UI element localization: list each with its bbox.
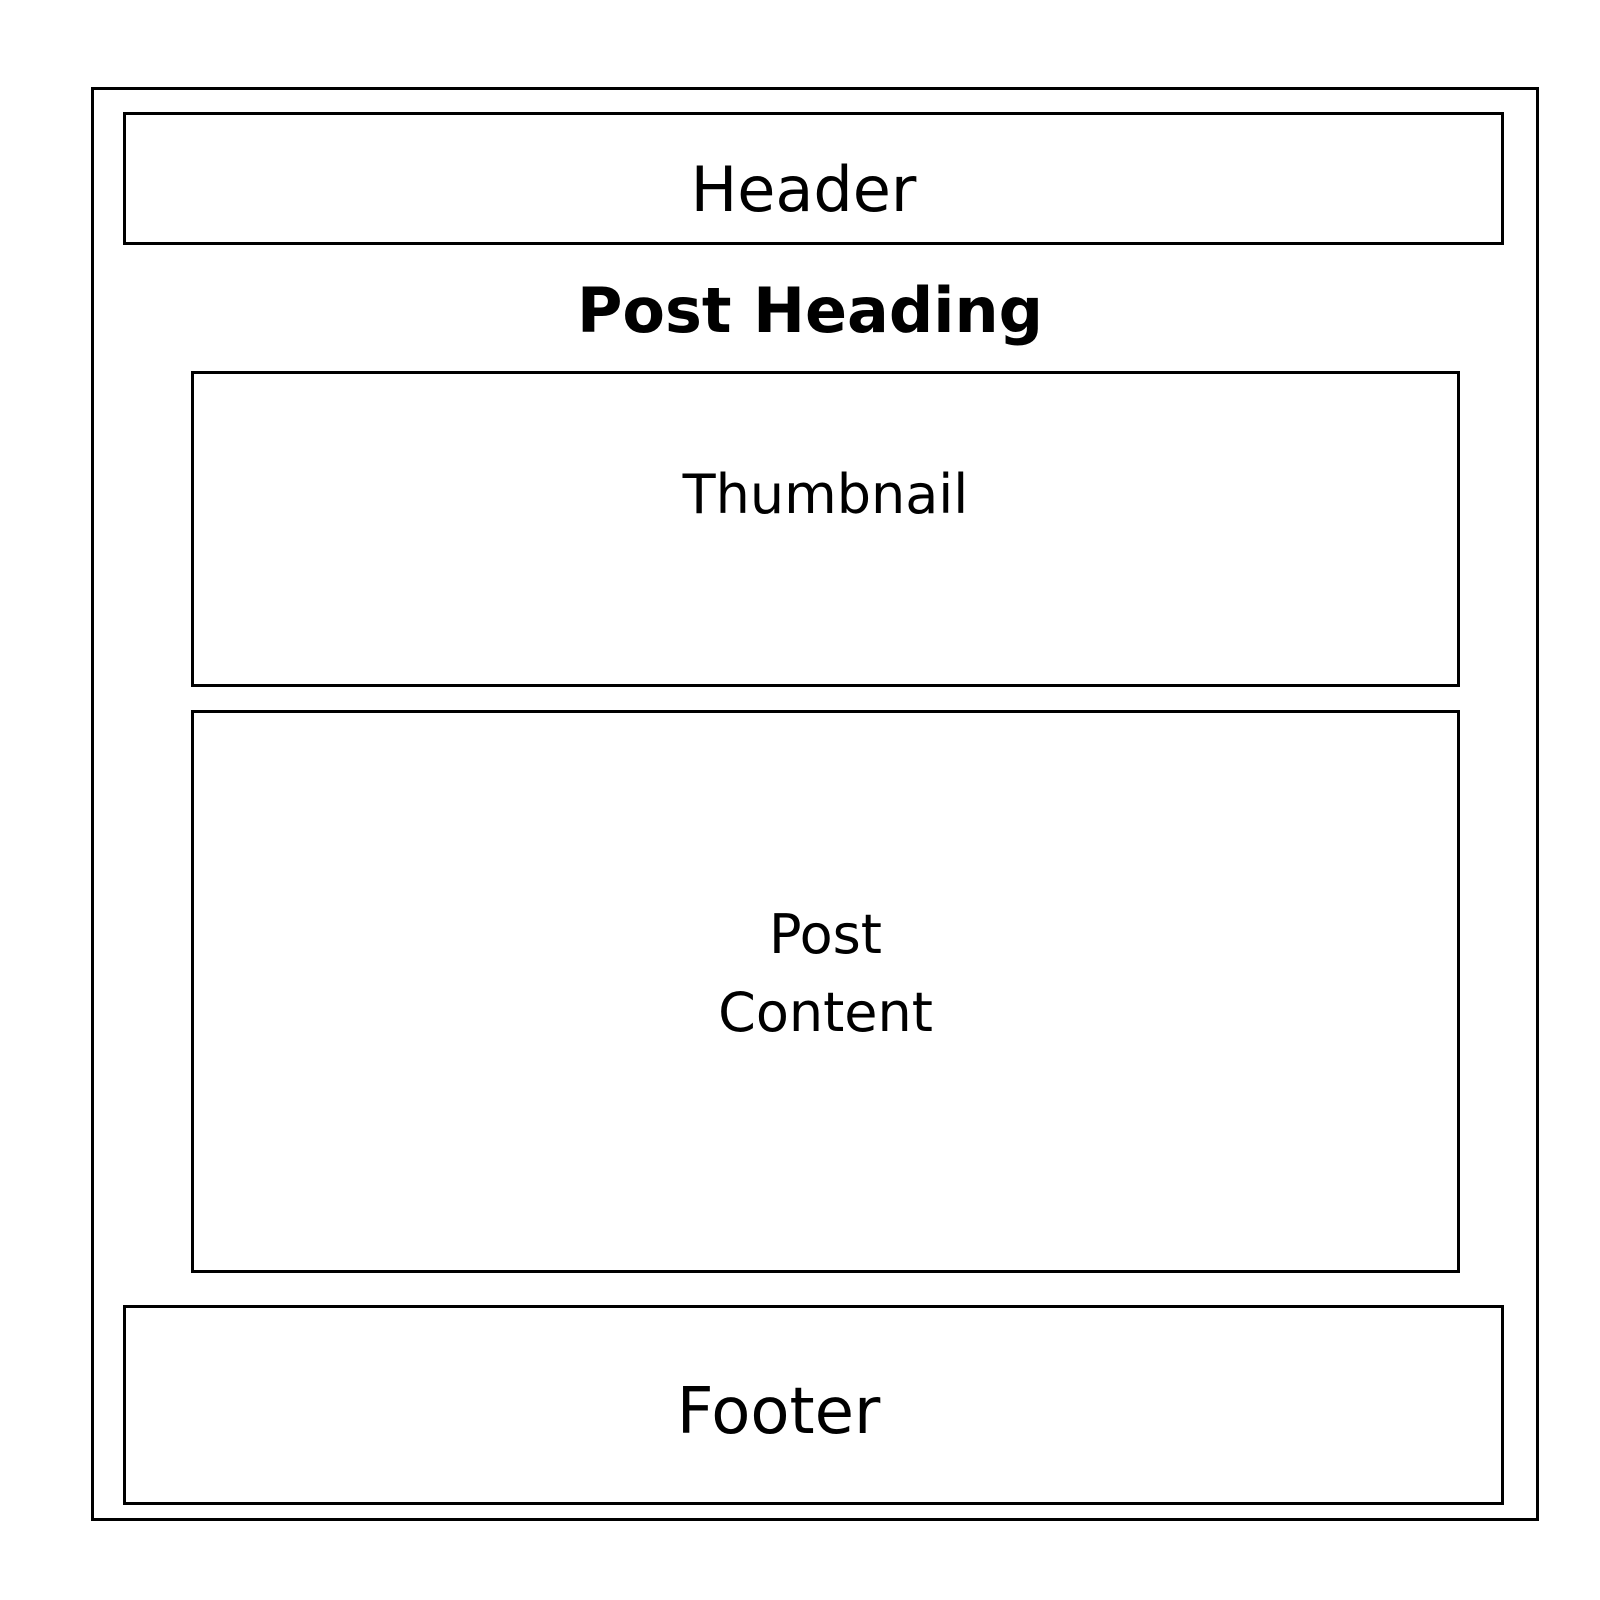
post-heading: Post Heading: [576, 274, 1044, 347]
post-content-block: Post Content: [191, 710, 1460, 1273]
header-block: Header: [123, 112, 1504, 245]
footer-block: Footer: [123, 1305, 1504, 1505]
post-content-label: Post Content: [718, 903, 933, 1044]
header-label: Header: [690, 153, 917, 226]
footer-label: Footer: [676, 1375, 881, 1449]
thumbnail-block: Thumbnail: [191, 371, 1460, 687]
thumbnail-label: Thumbnail: [682, 463, 969, 526]
